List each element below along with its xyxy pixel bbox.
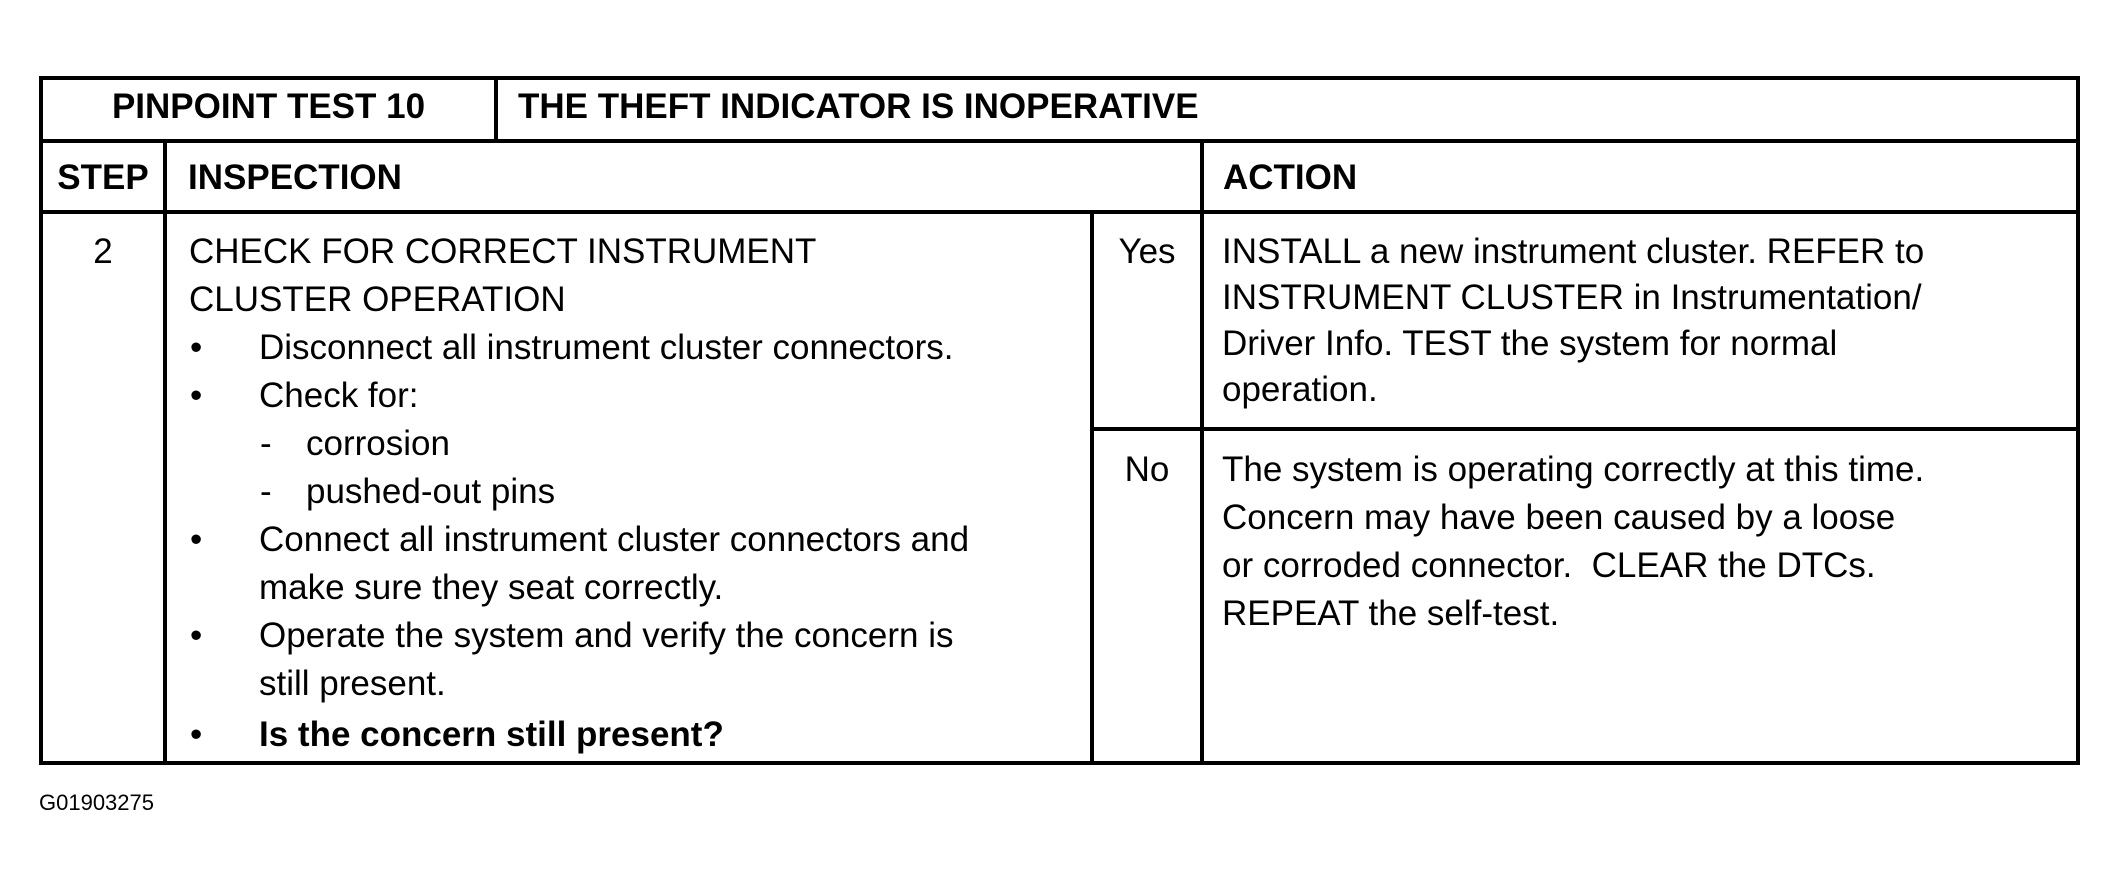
bullet-disconnect: Disconnect all instrument cluster connec… [259,328,954,367]
sub-item-pushed-out-pins: pushed-out pins [306,472,556,511]
bullet-icon: • [190,520,203,559]
dash-icon: - [260,472,272,511]
bullet-operate-line2: still present. [259,664,446,703]
step-number: 2 [93,232,113,271]
no-action-line3: or corroded connector. CLEAR the DTCs. [1222,546,1876,585]
sub-item-corrosion: corrosion [306,424,450,463]
no-action-line2: Concern may have been caused by a loose [1222,498,1896,537]
table-frame [39,76,2080,765]
bullet-connect-line1: Connect all instrument cluster connector… [259,520,970,559]
column-header-action: ACTION [1223,158,1358,197]
dash-icon: - [260,424,272,463]
yes-action-line4: operation. [1222,370,1378,409]
divider-columns [39,210,2080,214]
bullet-operate-line1: Operate the system and verify the concer… [259,616,954,655]
divider-header [39,139,2080,143]
bullet-icon: • [190,328,203,367]
yes-action-line1: INSTALL a new instrument cluster. REFER … [1222,232,1925,271]
bullet-question: Is the concern still present? [259,715,724,754]
column-header-step: STEP [57,158,149,197]
column-header-inspection: INSPECTION [188,158,402,197]
no-action-line4: REPEAT the self-test. [1222,594,1560,633]
bullet-icon: • [190,715,203,754]
bullet-icon: • [190,376,203,415]
inspection-title-line2: CLUSTER OPERATION [189,280,566,319]
figure-id: G01903275 [39,790,154,815]
answer-yes-label: Yes [1118,232,1176,271]
answer-no-label: No [1124,450,1170,489]
divider-header-title [494,76,498,141]
divider-action [1200,139,1204,765]
bullet-check-for: Check for: [259,376,419,415]
yes-action-line2: INSTRUMENT CLUSTER in Instrumentation/ [1222,278,1922,317]
divider-inspection-answer [1090,210,1094,765]
divider-yes-no [1090,427,2080,431]
yes-action-line3: Driver Info. TEST the system for normal [1222,324,1838,363]
bullet-icon: • [190,616,203,655]
bullet-connect-line2: make sure they seat correctly. [259,568,724,607]
inspection-title-line1: CHECK FOR CORRECT INSTRUMENT [189,232,817,271]
divider-step [163,139,167,765]
no-action-line1: The system is operating correctly at thi… [1222,450,1925,489]
test-title: THE THEFT INDICATOR IS INOPERATIVE [518,87,1199,126]
test-label: PINPOINT TEST 10 [111,87,426,126]
